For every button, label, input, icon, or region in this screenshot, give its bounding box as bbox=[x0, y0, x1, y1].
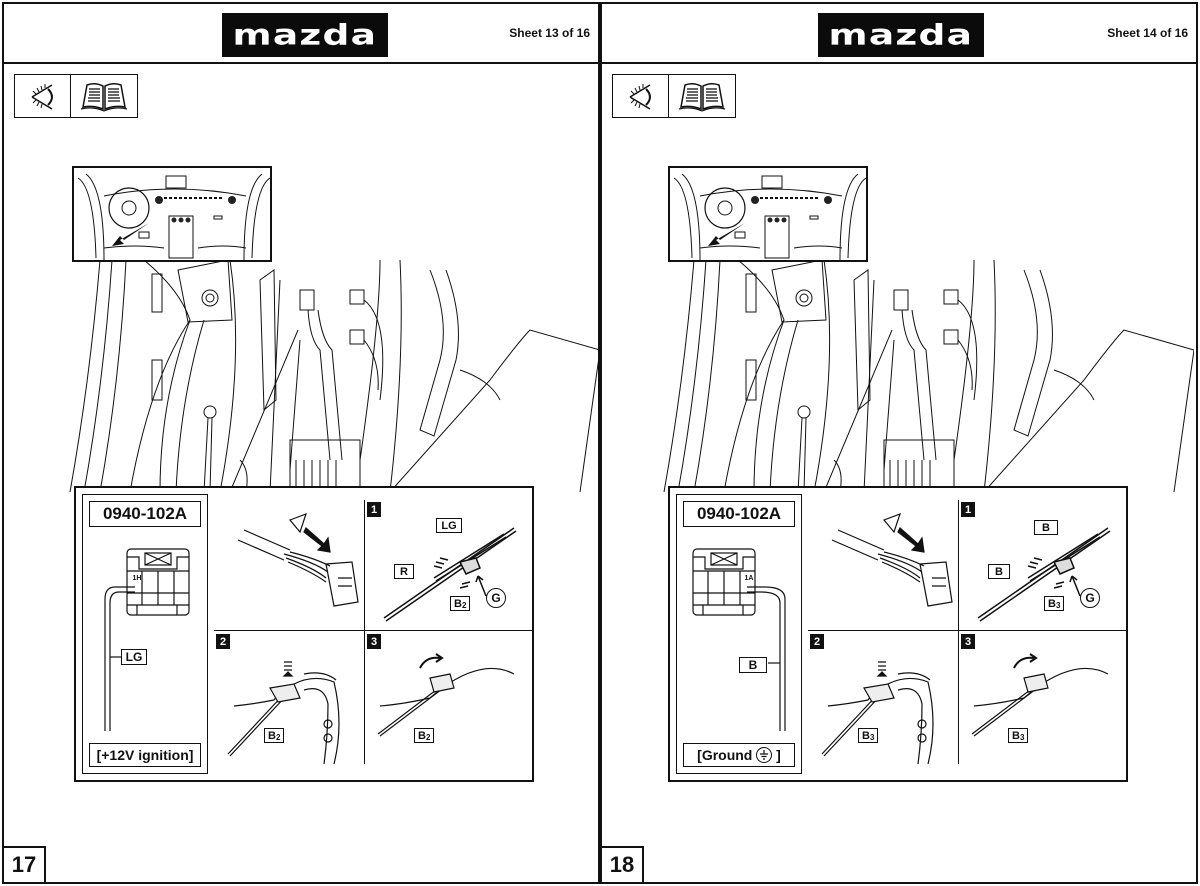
step-divider-horizontal bbox=[214, 630, 532, 631]
step-1-splice-illustration bbox=[977, 527, 1111, 622]
ground-symbol-icon bbox=[756, 747, 773, 763]
instruction-icons bbox=[14, 74, 138, 118]
sheet-number-label: Sheet 13 of 16 bbox=[509, 26, 590, 40]
connector-pin-label: 1H bbox=[132, 574, 142, 582]
unplug-connector-illustration bbox=[831, 512, 953, 607]
page-number: 18 bbox=[600, 846, 644, 884]
harness-wire-subscript: 2 bbox=[425, 733, 431, 742]
wire-drawing bbox=[104, 586, 135, 731]
step-3-close-connector-illustration bbox=[377, 653, 515, 737]
connector-info-column: 0940-102A 1H LG [+12V ignition] bbox=[82, 494, 208, 774]
wiring-detail-panel: 0940-102A 1H LG [+12V ignition] bbox=[74, 486, 534, 782]
step-divider-vertical bbox=[364, 500, 365, 764]
step-1-number: 1 bbox=[367, 502, 381, 517]
wiring-detail-panel: 0940-102A 1A B [Ground ] bbox=[668, 486, 1128, 782]
harness-wire-letter: B bbox=[862, 729, 870, 742]
instruction-icons bbox=[612, 74, 736, 118]
sheet-number-label: Sheet 14 of 16 bbox=[1107, 26, 1188, 40]
logo-text: mazda bbox=[232, 18, 378, 52]
step-divider-horizontal bbox=[808, 630, 1126, 631]
harness-wire-subscript: 2 bbox=[461, 601, 467, 610]
footwell-fuse-box-illustration bbox=[654, 260, 1194, 492]
step-1-connector-g-label: G bbox=[486, 588, 506, 608]
sheet-14: mazda Sheet 14 of 16 bbox=[600, 2, 1198, 884]
manual-book-icon bbox=[669, 75, 735, 117]
step-2-crimp-pliers-illustration bbox=[227, 661, 340, 764]
dashboard-overview-illustration bbox=[72, 166, 272, 262]
mazda-logo: mazda bbox=[818, 13, 984, 57]
part-number: 0940-102A bbox=[683, 501, 795, 527]
connector-pin-label: 1A bbox=[744, 574, 754, 582]
wire-drawing bbox=[747, 586, 786, 731]
logo-text: mazda bbox=[828, 18, 974, 52]
function-close: ] bbox=[776, 747, 781, 763]
step-3-number: 3 bbox=[961, 634, 975, 649]
step-1-number: 1 bbox=[961, 502, 975, 517]
step-1-splice-wire-label: B bbox=[988, 564, 1010, 579]
harness-wire-letter: B bbox=[454, 597, 462, 610]
sheet-header: mazda Sheet 14 of 16 bbox=[602, 4, 1196, 64]
step-3-number: 3 bbox=[367, 634, 381, 649]
harness-wire-subscript: 3 bbox=[1055, 601, 1061, 610]
step-2-number: 2 bbox=[216, 634, 230, 649]
harness-wire-subscript: 3 bbox=[869, 733, 875, 742]
step-2-number: 2 bbox=[810, 634, 824, 649]
page-number: 17 bbox=[2, 846, 46, 884]
manual-book-icon bbox=[71, 75, 137, 117]
harness-wire-letter: B bbox=[1012, 729, 1020, 742]
step-1-target-wire-label: B bbox=[1034, 520, 1058, 535]
step-1-splice-illustration bbox=[383, 527, 517, 622]
connector-pinout-diagram bbox=[126, 548, 190, 616]
sheet-header: mazda Sheet 13 of 16 bbox=[4, 4, 598, 64]
function-label: [+12V ignition] bbox=[89, 743, 201, 767]
footwell-fuse-box-illustration bbox=[60, 260, 600, 492]
harness-wire-letter: B bbox=[268, 729, 276, 742]
inspect-eye-icon bbox=[613, 75, 669, 117]
step-1-connector-g-label: G bbox=[1080, 588, 1100, 608]
unplug-connector-illustration bbox=[237, 512, 359, 607]
harness-wire-letter: B bbox=[1048, 597, 1056, 610]
connector-pinout-diagram bbox=[692, 548, 756, 616]
mazda-logo: mazda bbox=[222, 13, 388, 57]
step-1-splice-wire-label: R bbox=[394, 564, 414, 579]
part-number: 0940-102A bbox=[89, 501, 201, 527]
step-2-crimp-pliers-illustration bbox=[821, 661, 934, 764]
step-3-close-connector-illustration bbox=[971, 653, 1109, 737]
sheet-13: mazda Sheet 13 of 16 bbox=[2, 2, 600, 884]
wire-color-label: B bbox=[739, 657, 767, 673]
dashboard-overview-illustration bbox=[668, 166, 868, 262]
function-text: [Ground bbox=[697, 747, 753, 763]
harness-wire-subscript: 3 bbox=[1019, 733, 1025, 742]
step-divider-vertical bbox=[958, 500, 959, 764]
wire-color-label: LG bbox=[121, 649, 147, 665]
harness-wire-subscript: 2 bbox=[275, 733, 281, 742]
inspect-eye-icon bbox=[15, 75, 71, 117]
harness-wire-letter: B bbox=[418, 729, 426, 742]
function-label: [Ground ] bbox=[683, 743, 795, 767]
connector-info-column: 0940-102A 1A B [Ground ] bbox=[676, 494, 802, 774]
step-1-target-wire-label: LG bbox=[436, 518, 462, 533]
